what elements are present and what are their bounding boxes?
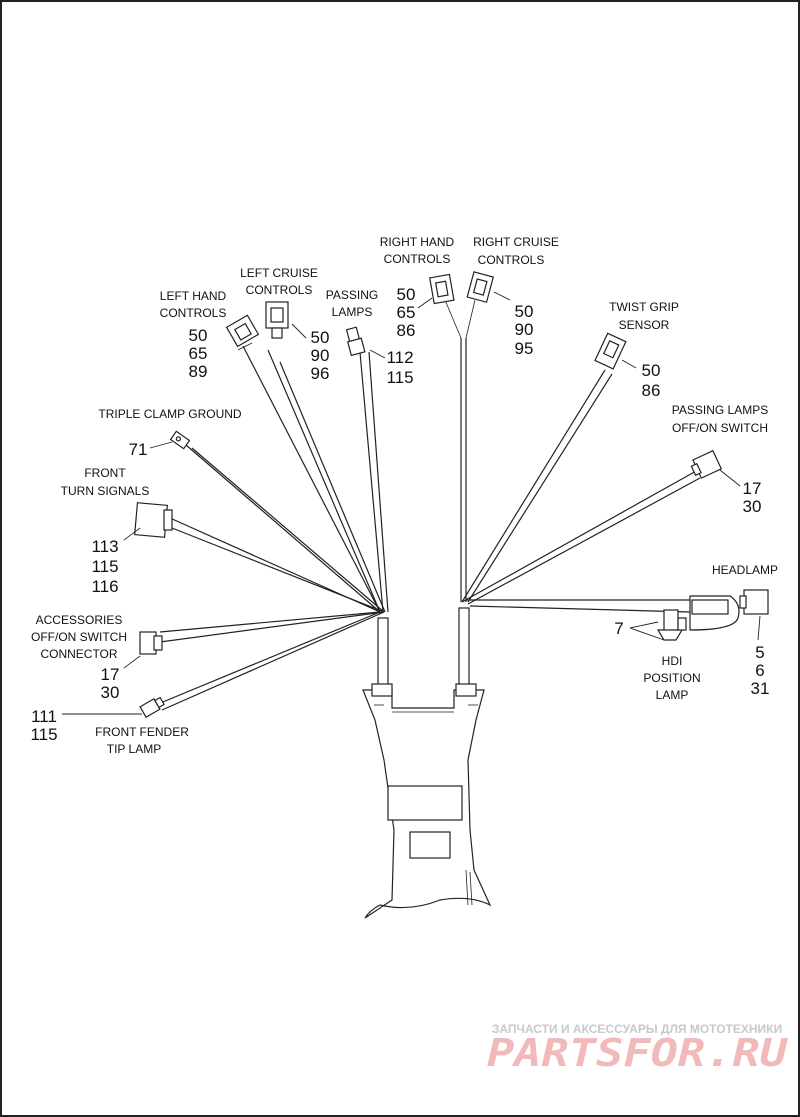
svg-text:86: 86 [397,321,416,340]
accessories-switch-connector [139,631,163,655]
svg-text:OFF/ON SWITCH: OFF/ON SWITCH [672,421,768,435]
svg-text:FRONT: FRONT [84,466,126,480]
left-hand-controls-label-2: CONTROLS [160,306,227,320]
svg-text:95: 95 [515,339,534,358]
svg-text:111: 111 [31,707,57,726]
label-front-turn-signals: FRONT TURN SIGNALS 113 115 116 [61,466,150,596]
front-turn-signals-connector [134,502,173,538]
svg-text:50: 50 [189,326,208,345]
svg-text:LEFT CRUISE: LEFT CRUISE [240,266,318,280]
svg-text:31: 31 [751,679,770,698]
svg-text:RIGHT HAND: RIGHT HAND [380,235,455,249]
svg-text:115: 115 [30,725,57,744]
svg-text:30: 30 [101,683,120,702]
svg-text:HDI: HDI [662,654,683,668]
watermark: ЗАПЧАСТИ И АКСЕССУАРЫ ДЛЯ МОТОТЕХНИКИ PA… [487,1022,788,1075]
svg-text:RIGHT CRUISE: RIGHT CRUISE [473,235,559,249]
svg-text:HEADLAMP: HEADLAMP [712,563,778,577]
svg-text:OFF/ON SWITCH: OFF/ON SWITCH [31,630,127,644]
svg-text:CONTROLS: CONTROLS [384,252,451,266]
svg-text:17: 17 [743,479,762,498]
left-bundle-wires [157,345,389,711]
svg-text:86: 86 [642,381,661,400]
label-passing-lamps: PASSING LAMPS 112 115 [326,288,414,387]
svg-text:TURN SIGNALS: TURN SIGNALS [61,484,150,498]
svg-text:112: 112 [386,348,413,367]
left-hand-controls-connector [225,314,260,348]
right-cruise-controls-connector [466,271,495,303]
svg-text:30: 30 [743,497,762,516]
label-right-cruise-controls: RIGHT CRUISE CONTROLS 50 90 95 [473,235,559,358]
right-hand-controls-connector [429,273,455,305]
right-bundle-wires [444,299,701,613]
hdi-position-lamp-connector [656,609,687,641]
label-triple-clamp-ground: TRIPLE CLAMP GROUND 71 [98,407,241,459]
svg-text:6: 6 [755,661,764,680]
passing-lamps-switch-connector [690,449,723,479]
watermark-tagline: ЗАПЧАСТИ И АКСЕССУАРЫ ДЛЯ МОТОТЕХНИКИ [492,1022,782,1036]
svg-text:113: 113 [91,537,118,556]
svg-text:CONTROLS: CONTROLS [478,253,545,267]
svg-text:50: 50 [642,361,661,380]
label-twist-grip-sensor: TWIST GRIP SENSOR 50 86 [609,300,679,400]
svg-text:ACCESSORIES: ACCESSORIES [36,613,123,627]
left-hand-controls-label-1: LEFT HAND [160,289,227,303]
svg-text:96: 96 [311,364,330,383]
svg-text:90: 90 [515,320,534,339]
left-cruise-controls-connector [265,301,289,339]
headlamp-connector [689,589,769,631]
label-headlamp: HEADLAMP 5 6 31 [712,563,778,698]
svg-text:PASSING: PASSING [326,288,378,302]
svg-text:50: 50 [397,285,416,304]
svg-text:TIP LAMP: TIP LAMP [107,742,161,756]
svg-text:90: 90 [311,346,330,365]
svg-text:FRONT FENDER: FRONT FENDER [95,725,189,739]
svg-text:PASSING LAMPS: PASSING LAMPS [672,403,768,417]
label-front-fender-tip-lamp: 111 115 FRONT FENDER TIP LAMP [30,707,189,756]
svg-text:115: 115 [91,557,118,576]
twist-grip-sensor-connector [594,332,627,370]
svg-text:5: 5 [755,643,764,662]
triple-clamp-ground-connector [169,430,191,450]
label-left-hand-controls: LEFT HAND CONTROLS 50 65 89 [160,289,227,381]
watermark-logo: PARTSFOR.RU [487,1031,788,1075]
svg-text:CONNECTOR: CONNECTOR [40,647,117,661]
label-hdi-position-lamp: 7 HDI POSITION LAMP [614,619,700,702]
front-fender-tip-lamp-connector [139,696,165,719]
label-passing-lamps-switch: PASSING LAMPS OFF/ON SWITCH 17 30 [672,403,768,516]
svg-text:SENSOR: SENSOR [619,318,670,332]
svg-text:50: 50 [311,328,330,347]
label-accessories-switch: ACCESSORIES OFF/ON SWITCH CONNECTOR 17 3… [31,613,127,702]
svg-text:116: 116 [91,577,118,596]
svg-text:7: 7 [614,619,623,638]
svg-text:POSITION: POSITION [643,671,700,685]
svg-text:TRIPLE CLAMP GROUND: TRIPLE CLAMP GROUND [98,407,241,421]
svg-text:50: 50 [515,302,534,321]
svg-text:LAMPS: LAMPS [332,305,373,319]
label-right-hand-controls: RIGHT HAND CONTROLS 50 65 86 [380,235,455,340]
svg-text:LAMP: LAMP [656,688,689,702]
passing-lamps-connector [345,326,366,357]
harness-trunk [362,607,492,919]
svg-text:65: 65 [397,303,416,322]
svg-text:115: 115 [386,368,413,387]
leader-lines [62,291,761,715]
svg-text:TWIST GRIP: TWIST GRIP [609,300,679,314]
svg-text:65: 65 [189,344,208,363]
label-left-cruise-controls: LEFT CRUISE CONTROLS 50 90 96 [240,266,329,383]
svg-text:89: 89 [189,362,208,381]
svg-text:CONTROLS: CONTROLS [246,283,313,297]
svg-text:17: 17 [101,665,120,684]
svg-text:71: 71 [129,440,148,459]
